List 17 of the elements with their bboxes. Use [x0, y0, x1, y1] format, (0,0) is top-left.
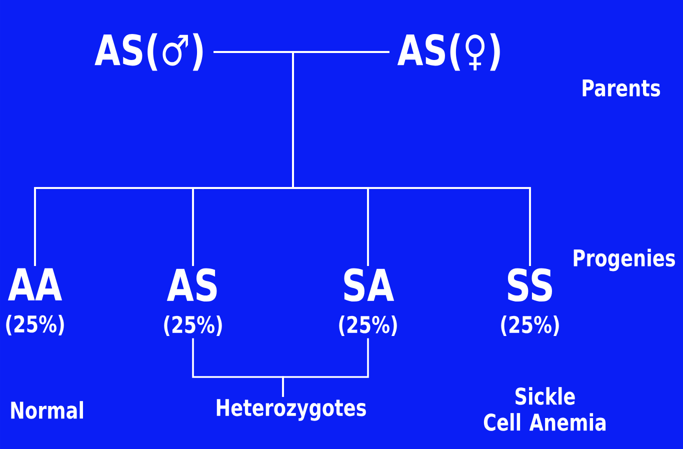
category-label: Sickle Cell Anemia: [484, 387, 606, 431]
percentage-label: (25%): [164, 315, 222, 336]
connector-line: [292, 51, 531, 266]
genotype-label: SS: [508, 268, 552, 302]
row-label: Normal: [11, 401, 83, 419]
genotype-label: AS(♀): [397, 33, 500, 71]
genotype-label: AS(♂): [94, 33, 203, 71]
percentage-label: (25%): [339, 315, 397, 336]
row-label: Progenies: [574, 248, 675, 272]
genotype-label: AA: [8, 268, 62, 300]
percentage-label: (25%): [6, 314, 64, 336]
row-label: Parents: [582, 79, 660, 97]
genotype-label: AS: [166, 268, 217, 302]
percentage-label: (25%): [501, 315, 559, 336]
bracket-line: [282, 338, 369, 397]
group-label: Heterozygotes: [216, 399, 366, 421]
genotype-label: SA: [344, 268, 394, 302]
